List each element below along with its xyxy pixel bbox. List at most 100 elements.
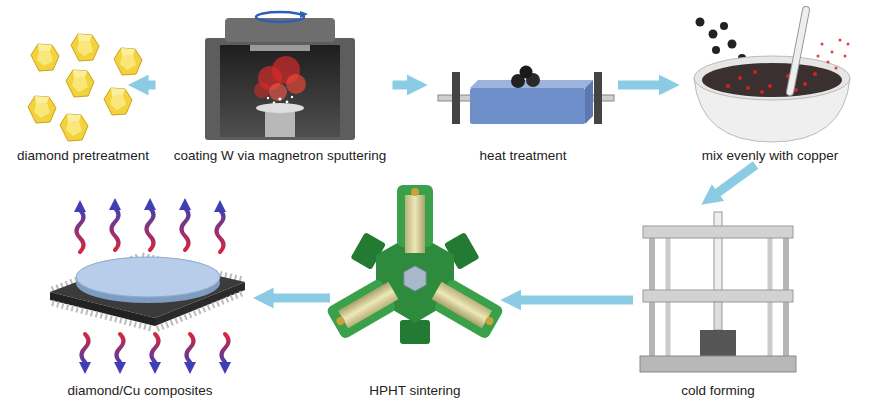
chip-heat-spreader: [214, 200, 226, 212]
cubic-press: [400, 320, 430, 344]
mortar-bowl: [835, 67, 838, 70]
tube-furnace: [594, 72, 602, 124]
mortar-bowl: [712, 46, 720, 54]
sputtering-chamber: [250, 45, 310, 51]
diamond-particles: [71, 34, 99, 61]
diamond-particles: [114, 48, 142, 75]
step-label: diamond/Cu composites: [66, 382, 215, 400]
diamond-particles: [28, 96, 56, 123]
process-step: HPHT sintering: [330, 175, 500, 400]
chip-heat-spreader: [144, 198, 156, 210]
cold-press: [714, 212, 722, 292]
cold-press: [714, 302, 722, 330]
cold-press: [643, 226, 793, 238]
mortar-bowl: [720, 22, 728, 30]
diamond-particles: [31, 44, 59, 71]
illustration-slot: [11, 20, 156, 146]
tube-furnace: [452, 72, 460, 124]
cubic-press: [428, 275, 505, 340]
mortar-bowl: [839, 39, 842, 42]
mortar-bowl: [831, 51, 834, 54]
flow-arrow: [520, 296, 633, 305]
mortar-bowl: [768, 84, 772, 88]
sputtering-chamber: [267, 97, 269, 99]
chip-heat-spreader: [52, 303, 153, 329]
mortar-bowl: [696, 18, 705, 27]
sputtering-chamber: [254, 82, 270, 98]
chip-heat-spreader: [79, 362, 91, 374]
mortar-bowl: [709, 30, 718, 39]
flow-arrow: [717, 165, 755, 193]
step-label: heat treatment: [477, 147, 568, 165]
sputtering-chamber: [278, 97, 281, 100]
illustration-slot: [168, 5, 393, 146]
mortar-bowl: [844, 55, 847, 58]
illustration-slot: [330, 175, 500, 381]
flow-arrow: [148, 81, 156, 90]
mortar-bowl: [726, 84, 730, 88]
cubic-press: [405, 195, 425, 253]
tube-furnace: [470, 88, 585, 124]
mortar-bowl: [702, 63, 842, 97]
cold-press: [640, 356, 796, 372]
cubic-press: [411, 188, 419, 196]
cold-press: [700, 330, 736, 356]
chip-heat-spreader: [77, 210, 84, 252]
illustration-slot: [428, 20, 618, 146]
mortar-bowl: [790, 10, 806, 92]
mortar-bowl: [694, 10, 850, 142]
tube-furnace: [438, 66, 614, 125]
flow-arrow: [618, 81, 660, 90]
diamond-particles: [66, 70, 94, 97]
mortar-bowl: [813, 72, 817, 76]
flow-arrow: [393, 81, 409, 90]
mortar-bowl: [728, 40, 737, 49]
chip-heat-spreader: [82, 334, 229, 362]
chip-heat-spreader: [219, 362, 231, 374]
mortar-bowl: [760, 90, 764, 94]
step-label: HPHT sintering: [367, 382, 462, 400]
step-label: diamond pretreatment: [15, 147, 151, 165]
mortar-bowl: [821, 43, 824, 46]
step-label: cold forming: [679, 382, 757, 400]
chip-heat-spreader: [74, 200, 86, 212]
mortar-bowl: [847, 43, 850, 46]
cubic-press: [432, 282, 492, 328]
cubic-press: [325, 275, 402, 340]
chip-heat-spreader: [77, 208, 224, 252]
sputtering-chamber: [286, 74, 306, 94]
sputtering-chamber: [286, 101, 289, 104]
process-step: diamond pretreatment: [11, 20, 156, 165]
diamond-particles: [28, 34, 142, 141]
cold-press: [643, 290, 793, 302]
process-step: coating W via magnetron sputtering: [168, 5, 393, 165]
mortar-bowl: [694, 56, 850, 100]
mortar-bowl: [790, 10, 806, 92]
chip-heat-spreader: [184, 362, 196, 374]
chip-heat-spreader: [152, 334, 159, 362]
cubic-press: [404, 266, 426, 291]
chip-heat-spreader: [182, 208, 189, 250]
flow-arrow: [273, 294, 331, 303]
chip-heat-spreader: [76, 257, 220, 297]
process-step: cold forming: [633, 205, 803, 400]
diamond-particles: [104, 88, 132, 115]
process-step: mix evenly with copper: [680, 5, 860, 165]
tube-furnace: [585, 80, 593, 124]
sputtering-chamber: [300, 11, 308, 18]
chip-heat-spreader: [79, 362, 231, 374]
cold-press: [640, 212, 796, 372]
sputtering-chamber: [256, 103, 304, 113]
sputtering-chamber: [256, 12, 304, 22]
mortar-bowl: [753, 70, 757, 74]
sputtering-chamber: [205, 11, 355, 140]
mortar-bowl: [827, 61, 830, 64]
chip-heat-spreader: [114, 362, 126, 374]
mortar-bowl: [817, 55, 820, 58]
mortar-bowl: [803, 82, 807, 86]
chip-heat-spreader: [82, 334, 89, 362]
sputtering-chamber: [205, 38, 355, 140]
chip-heat-spreader: [147, 208, 154, 250]
